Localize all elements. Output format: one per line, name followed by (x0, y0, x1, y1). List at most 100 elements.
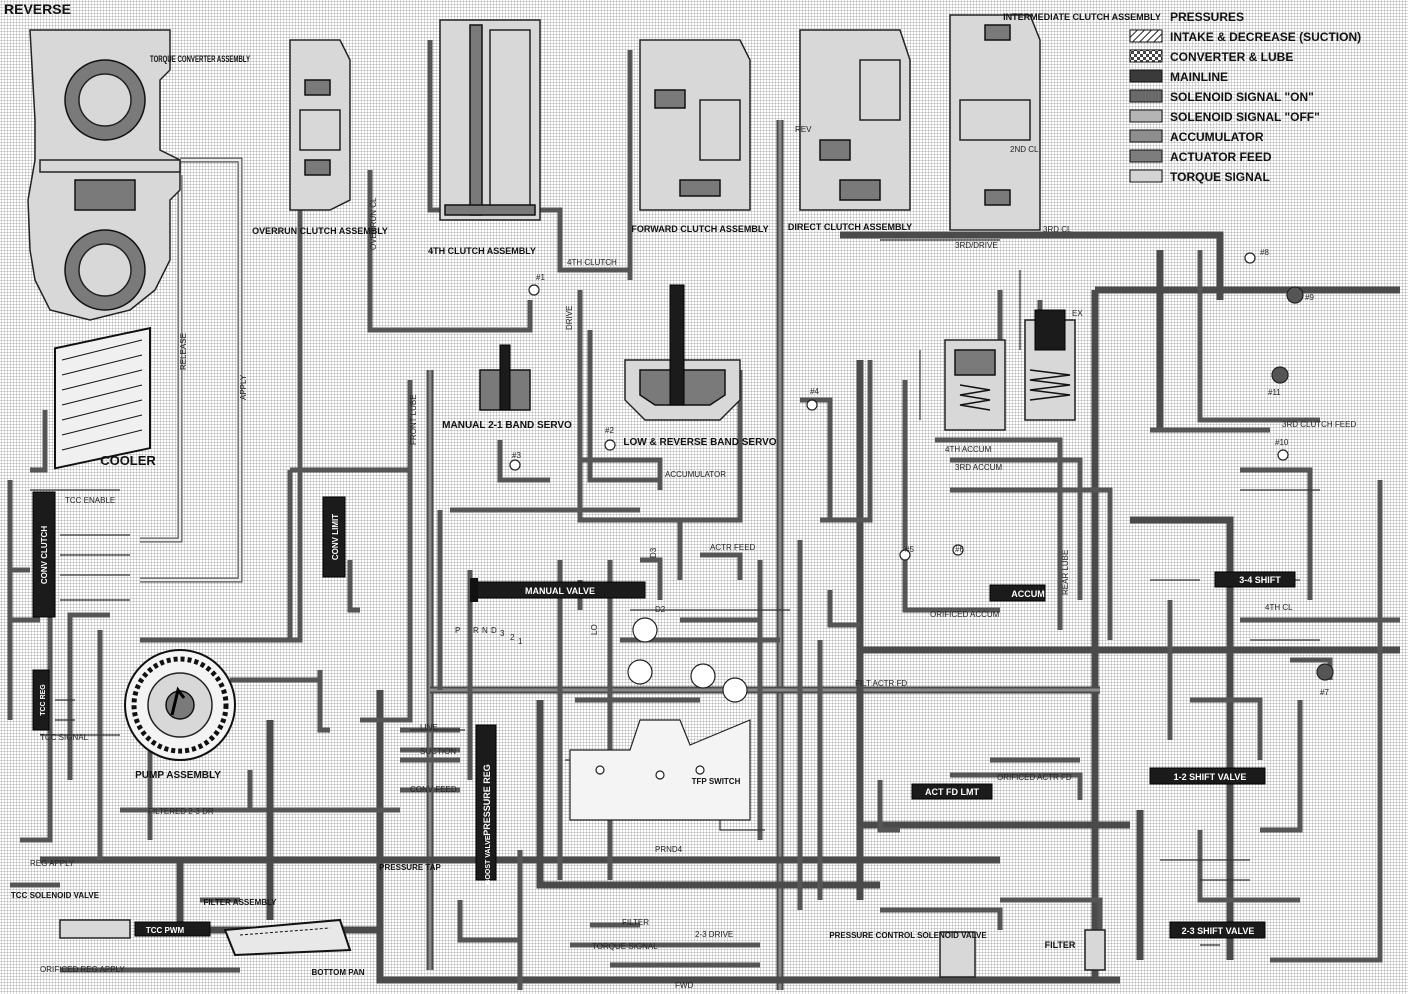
svg-text:ORIFICED ACCUM: ORIFICED ACCUM (930, 610, 1000, 619)
svg-text:TCC ENABLE: TCC ENABLE (65, 496, 115, 505)
legend-item: MAINLINE (1129, 69, 1228, 84)
legend-label: INTAKE & DECREASE (SUCTION) (1170, 30, 1361, 44)
svg-text:REAR LUBE: REAR LUBE (1061, 550, 1070, 595)
svg-text:#3: #3 (512, 451, 521, 460)
svg-text:2ND CL: 2ND CL (1010, 145, 1039, 154)
conv-clutch-label: CONV CLUTCH (40, 526, 49, 584)
boost-valve-label: BOOST VALVE (485, 835, 492, 884)
svg-text:EX: EX (1072, 309, 1083, 318)
legend-swatch (1129, 149, 1163, 163)
check-ball-4: #4 (806, 387, 819, 411)
svg-text:APPLY: APPLY (239, 374, 248, 400)
svg-text:REG APPLY: REG APPLY (30, 859, 75, 868)
tcc-solenoid-valve: TCC SOLENOID VALVE (11, 891, 131, 939)
svg-text:4TH ACCUM: 4TH ACCUM (945, 445, 992, 454)
intermediate-clutch-label: INTERMEDIATE CLUTCH ASSEMBLY (1003, 12, 1161, 22)
svg-text:2: 2 (510, 633, 515, 642)
svg-text:LINE: LINE (420, 723, 438, 732)
svg-text:D: D (491, 626, 497, 635)
svg-text:ORIFICED REG APPLY: ORIFICED REG APPLY (40, 965, 125, 974)
svg-text:#1: #1 (536, 273, 545, 282)
check-ball-6: #6 (952, 544, 964, 556)
forward-clutch-assembly: FORWARD CLUTCH ASSEMBLY (631, 39, 769, 234)
check-ball-3: #3 (509, 451, 521, 471)
svg-text:SUCTION: SUCTION (420, 747, 456, 756)
svg-text:4TH CLUTCH: 4TH CLUTCH (567, 258, 617, 267)
intermediate-clutch-assembly: INTERMEDIATE CLUTCH ASSEMBLY (949, 12, 1161, 231)
svg-text:#9: #9 (1305, 293, 1314, 302)
check-ball-9: #9 (1286, 286, 1314, 304)
legend-swatch (1129, 49, 1163, 63)
filter-label: FILTER (1045, 940, 1076, 950)
pressure-regulator-valve: PRESSURE REG BOOST VALVE (475, 724, 497, 885)
svg-text:#2: #2 (605, 426, 614, 435)
check-ball-5: #5 (899, 545, 914, 561)
svg-text:FRONT LUBE: FRONT LUBE (409, 394, 418, 445)
forward-clutch-label: FORWARD CLUTCH ASSEMBLY (631, 224, 768, 234)
bottom-pan-label: BOTTOM PAN (311, 968, 364, 977)
check-ball-10: #10 (1275, 438, 1289, 461)
passage-labels: OVERRUN CL 4TH CLUTCH DRIVE 3RD CL 2ND C… (30, 125, 1356, 990)
svg-text:1: 1 (518, 637, 523, 646)
fourth-clutch-label: 4TH CLUTCH ASSEMBLY (428, 246, 536, 256)
pressure-tap-label: PRESSURE TAP (379, 863, 441, 872)
svg-text:PRND4: PRND4 (655, 845, 683, 854)
cooler-label: COOLER (100, 453, 156, 468)
svg-text:3RD CL: 3RD CL (1043, 225, 1072, 234)
legend-swatch (1129, 109, 1163, 123)
check-ball-2: #2 (604, 426, 616, 451)
svg-text:D3: D3 (649, 547, 658, 558)
svg-text:CONV FEED: CONV FEED (410, 785, 457, 794)
svg-text:#10: #10 (1275, 438, 1289, 447)
light-passages (7, 40, 1400, 990)
legend-item: INTAKE & DECREASE (SUCTION) (1129, 29, 1361, 44)
svg-text:DRIVE: DRIVE (565, 306, 574, 330)
pump-label: PUMP ASSEMBLY (135, 770, 221, 781)
svg-text:LO: LO (590, 624, 599, 635)
svg-text:R: R (473, 626, 479, 635)
svg-text:3RD/DRIVE: 3RD/DRIVE (955, 241, 998, 250)
manual-21-servo-label: MANUAL 2-1 BAND SERVO (442, 420, 572, 431)
svg-text:#11: #11 (1268, 388, 1281, 397)
overrun-clutch-assembly: OVERRUN CLUTCH ASSEMBLY (252, 39, 388, 236)
legend-heading: PRESSURES (1170, 10, 1244, 24)
legend-item: TORQUE SIGNAL (1129, 169, 1270, 184)
legend-item: CONVERTER & LUBE (1129, 49, 1293, 64)
legend-swatch (1129, 29, 1163, 43)
legend-swatch (1129, 129, 1163, 143)
svg-text:TCC SIGNAL: TCC SIGNAL (40, 733, 89, 742)
gauges (627, 617, 748, 703)
pump-assembly: PUMP ASSEMBLY (124, 649, 236, 781)
svg-text:P: P (455, 626, 460, 635)
cooler: COOLER (54, 326, 156, 470)
shift-12-label: 1-2 SHIFT VALVE (1174, 772, 1247, 782)
shift-12-valve: 1-2 SHIFT VALVE (1149, 767, 1266, 785)
shift-34-valve: 3-4 SHIFT (1214, 571, 1296, 588)
filter-inline-label: FILTER (622, 918, 649, 927)
accumulators (944, 309, 1076, 431)
svg-text:3: 3 (500, 629, 505, 638)
check-ball-11: #11 (1268, 366, 1289, 397)
legend-item: ACCUMULATOR (1129, 129, 1264, 144)
direct-clutch-assembly: DIRECT CLUTCH ASSEMBLY (788, 29, 912, 232)
conv-clutch-valve: CONV CLUTCH (32, 491, 56, 618)
svg-text:OVERRUN CL: OVERRUN CL (369, 197, 378, 250)
legend-label: MAINLINE (1170, 70, 1228, 84)
svg-text:ORIFICED ACTR FD: ORIFICED ACTR FD (997, 773, 1072, 782)
torque-converter-label: TORQUE CONVERTER ASSEMBLY (150, 54, 250, 64)
tcc-reg-label: TCC REG (40, 684, 47, 716)
fourth-clutch-assembly: 4TH CLUTCH ASSEMBLY (428, 19, 541, 256)
legend-label: ACTUATOR FEED (1170, 150, 1272, 164)
check-ball-1: #1 (528, 273, 545, 296)
svg-text:ACCUMULATOR: ACCUMULATOR (665, 470, 726, 479)
tcc-solenoid-label: TCC SOLENOID VALVE (11, 891, 100, 900)
filter-assembly-label: FILTER ASSEMBLY (203, 898, 277, 907)
accum-valve-label: ACCUM (1011, 589, 1045, 599)
legend-label: CONVERTER & LUBE (1170, 50, 1293, 64)
shift-23-label: 2-3 SHIFT VALVE (1182, 926, 1255, 936)
svg-text:RELEASE: RELEASE (179, 333, 188, 370)
svg-text:N: N (482, 626, 488, 635)
legend-label: ACCUMULATOR (1170, 130, 1264, 144)
tcc-pwm-valve: TCC PWM (134, 921, 211, 937)
svg-text:#6: #6 (955, 545, 964, 554)
